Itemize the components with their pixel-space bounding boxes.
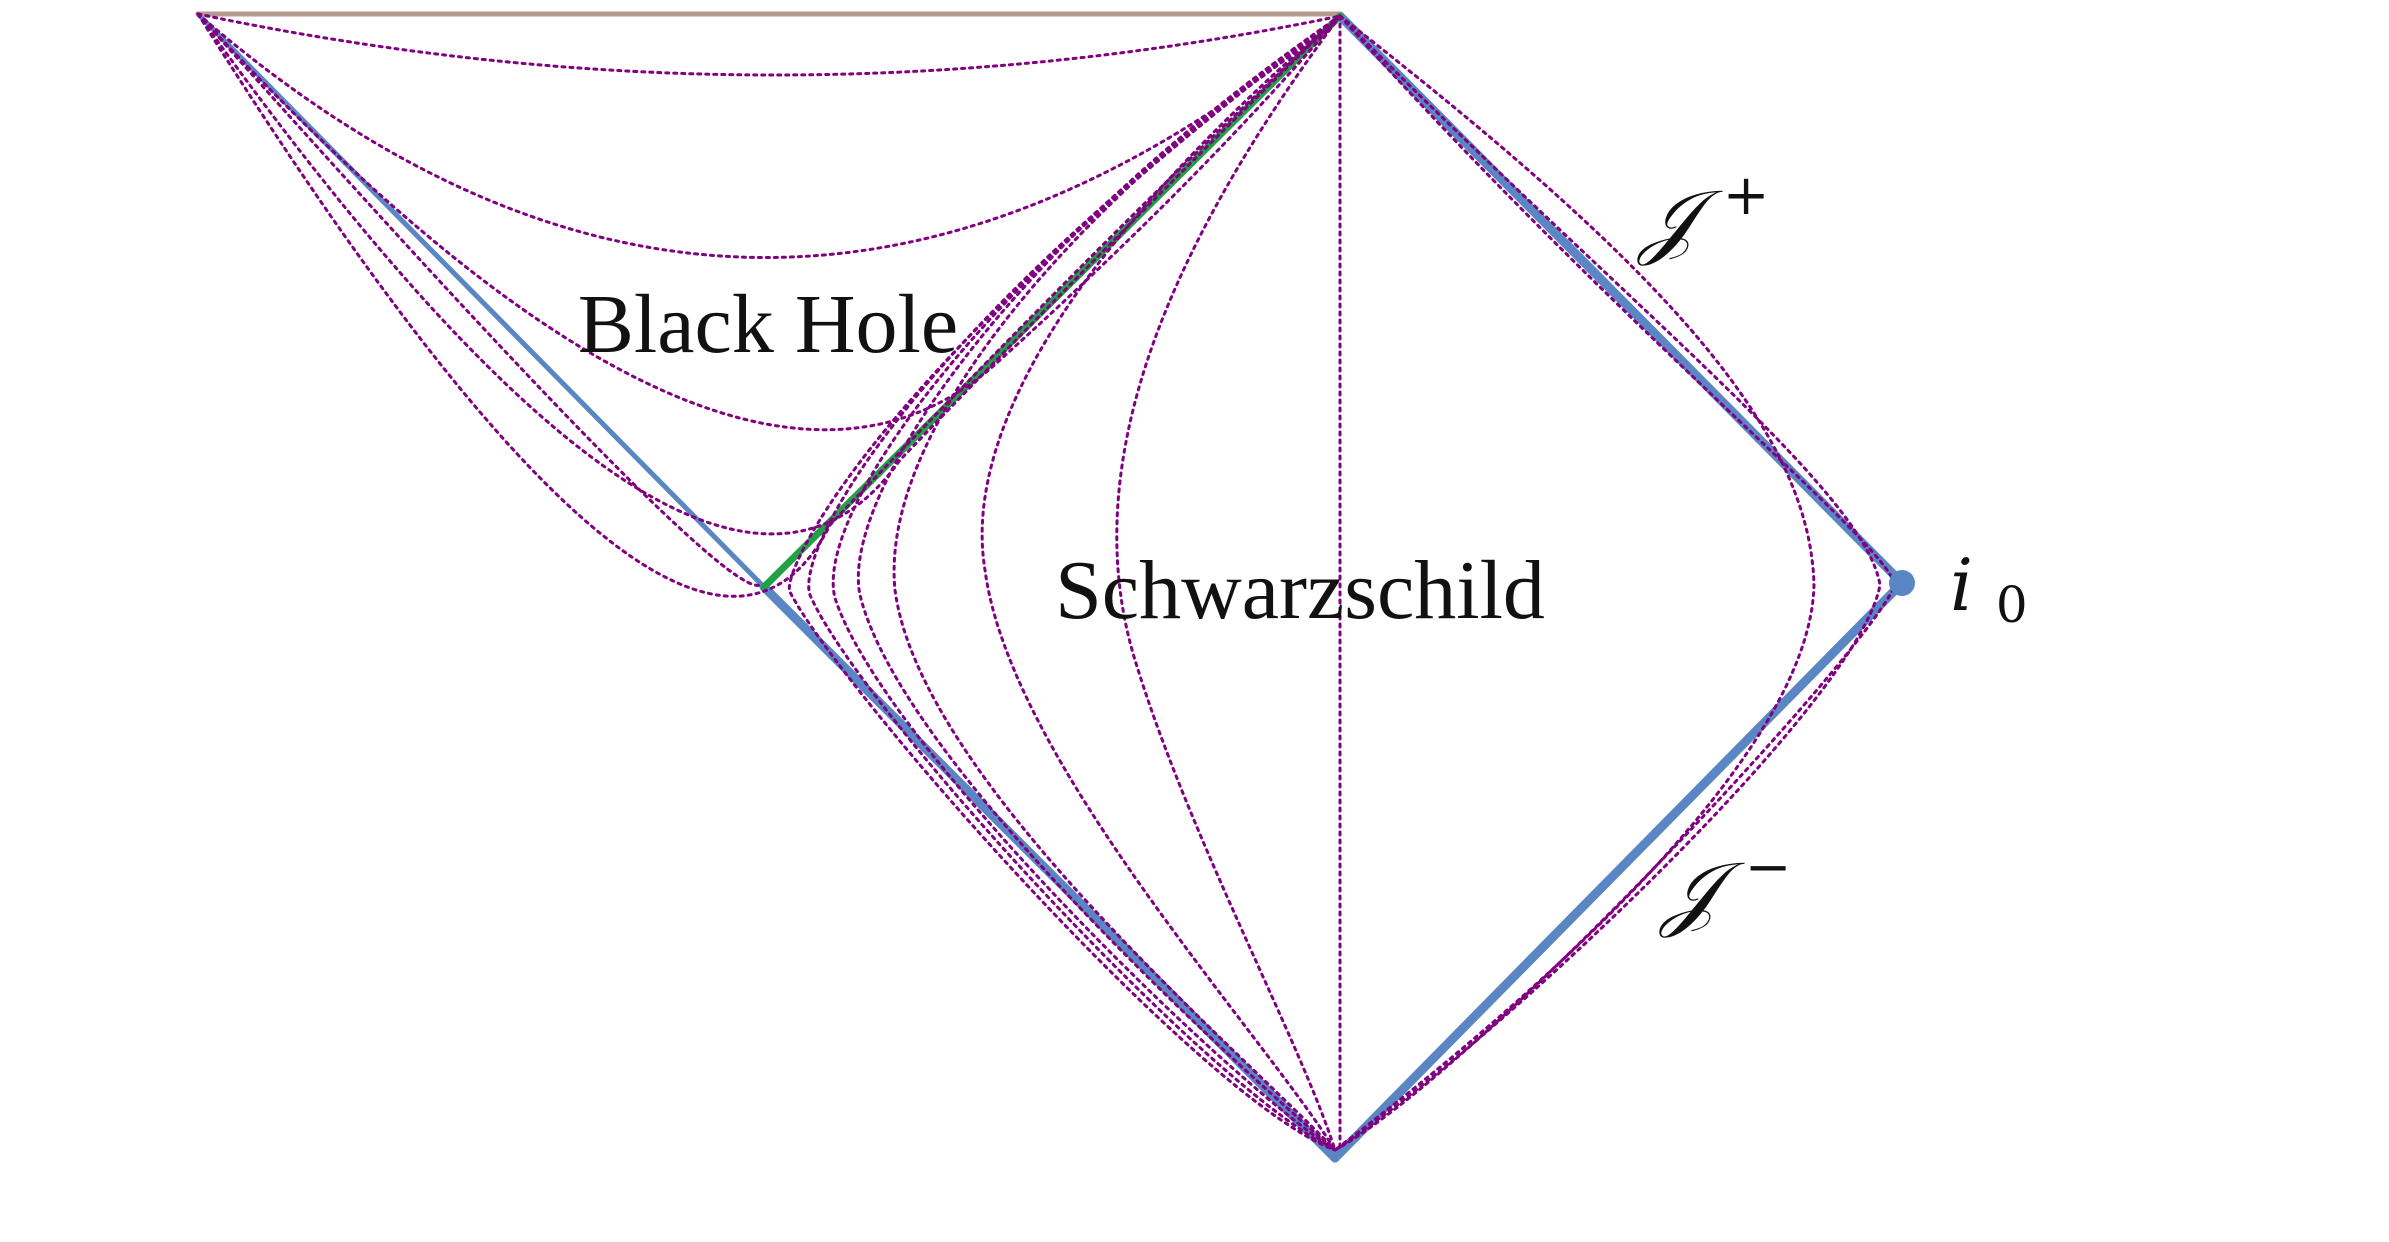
- past-horizon-line: [759, 582, 1340, 1163]
- contour-curve: [1333, 14, 1816, 1152]
- spatial-infinity-subscript: 0: [1996, 576, 2028, 634]
- spatial-infinity-label: i 0: [1950, 543, 2028, 634]
- contour-curve: [196, 12, 762, 587]
- contour-curve: [196, 12, 1342, 77]
- contour-curve: [1115, 14, 1342, 1152]
- spatial-infinity-point: [1889, 570, 1915, 596]
- future-null-infinity-symbol: 𝒥: [1636, 173, 1723, 268]
- past-null-infinity-symbol: 𝒥: [1658, 845, 1745, 940]
- contour-curve: [196, 12, 1342, 432]
- future-null-infinity-superscript: +: [1723, 163, 1770, 228]
- contour-curve: [787, 14, 1342, 1152]
- contour-curve: [196, 12, 1342, 259]
- contour-curve: [196, 12, 1342, 598]
- black-hole-label: Black Hole: [578, 278, 958, 371]
- spatial-infinity-symbol: i: [1950, 543, 1973, 627]
- schwarzschild-label: Schwarzschild: [1055, 544, 1545, 637]
- past-null-infinity-superscript: −: [1745, 835, 1792, 900]
- past-null-infinity-label: 𝒥 −: [1658, 835, 1792, 940]
- past-null-infinity-line: [1330, 578, 1907, 1163]
- future-null-infinity-label: 𝒥 +: [1636, 163, 1770, 268]
- contour-curve: [980, 14, 1342, 1152]
- contour-curve: [892, 14, 1342, 1152]
- schwarzschild-contours: [787, 14, 1897, 1154]
- black-hole-contours: [196, 12, 1342, 598]
- contour-curve: [196, 12, 1342, 536]
- black-hole-left-edge: [195, 11, 767, 590]
- contour-curve: [1333, 14, 1882, 1152]
